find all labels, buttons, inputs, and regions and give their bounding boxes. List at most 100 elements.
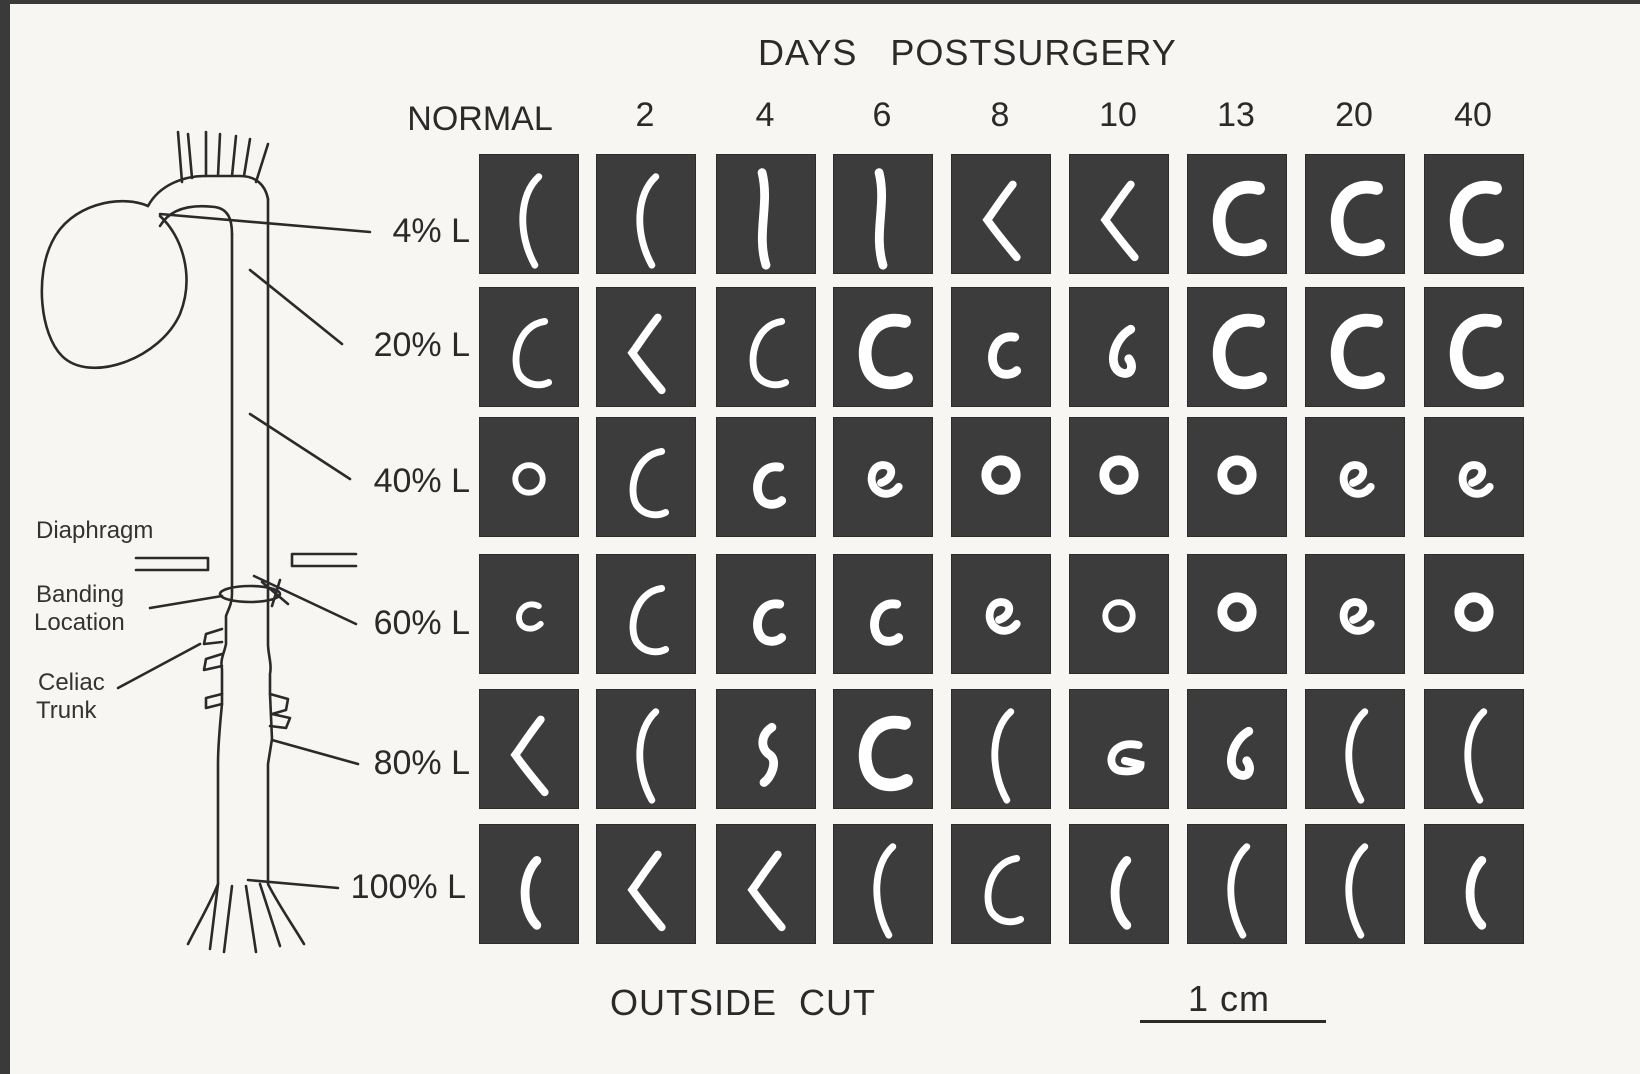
section-tile-r1-c4	[833, 154, 933, 274]
cross-section-shape	[834, 155, 932, 273]
leader-celiac	[118, 644, 200, 688]
section-tile-r4-c5	[951, 554, 1051, 674]
column-label-1: 2	[595, 96, 695, 135]
cross-section-shape	[1306, 155, 1404, 273]
section-tile-r2-c8	[1305, 287, 1405, 407]
column-label-3: 6	[832, 96, 932, 135]
section-tile-r4-c7	[1187, 554, 1287, 674]
cross-section-shape	[1070, 555, 1168, 673]
row-label-2: 40% L	[310, 462, 470, 501]
section-tile-r5-c3	[716, 689, 816, 809]
section-tile-r4-c6	[1069, 554, 1169, 674]
cross-section-shape	[834, 690, 932, 808]
column-label-6: 13	[1186, 96, 1286, 135]
section-tile-r4-c2	[596, 554, 696, 674]
section-tile-r4-c9	[1424, 554, 1524, 674]
section-tile-r6-c6	[1069, 824, 1169, 944]
cross-section-shape	[1188, 288, 1286, 406]
cross-section-shape	[952, 155, 1050, 273]
section-tile-r4-c1	[479, 554, 579, 674]
cross-section-shape	[480, 690, 578, 808]
section-tile-r3-c3	[716, 417, 816, 537]
section-tile-r6-c9	[1424, 824, 1524, 944]
section-tile-r2-c9	[1424, 287, 1524, 407]
cross-section-shape	[597, 418, 695, 536]
row-label-3: 60% L	[310, 604, 470, 643]
section-tile-r3-c2	[596, 417, 696, 537]
cross-section-shape	[1306, 288, 1404, 406]
section-tile-r1-c2	[596, 154, 696, 274]
cross-section-shape	[1425, 825, 1523, 943]
scale-bar	[1140, 1020, 1326, 1023]
cross-section-shape	[717, 418, 815, 536]
section-tile-r1-c3	[716, 154, 816, 274]
cross-section-shape	[1425, 155, 1523, 273]
section-tile-r6-c5	[951, 824, 1051, 944]
banding-label-line2: Location	[34, 608, 125, 638]
cross-section-shape	[1306, 418, 1404, 536]
section-tile-r5-c2	[596, 689, 696, 809]
diaphragm-label: Diaphragm	[36, 516, 153, 546]
cross-section-shape	[1070, 155, 1168, 273]
section-tile-r4-c8	[1305, 554, 1405, 674]
section-tile-r4-c4	[833, 554, 933, 674]
cross-section-shape	[952, 690, 1050, 808]
column-label-4: 8	[950, 96, 1050, 135]
row-label-5: 100% L	[306, 868, 466, 907]
cross-section-shape	[480, 555, 578, 673]
column-label-8: 40	[1423, 96, 1523, 135]
section-tile-r2-c6	[1069, 287, 1169, 407]
cross-section-shape	[1425, 288, 1523, 406]
section-tile-r3-c8	[1305, 417, 1405, 537]
cross-section-shape	[717, 690, 815, 808]
cross-section-shape	[717, 288, 815, 406]
diaphragm-right	[292, 554, 356, 566]
section-tile-r2-c5	[951, 287, 1051, 407]
section-tile-r6-c4	[833, 824, 933, 944]
section-tile-r5-c4	[833, 689, 933, 809]
cross-section-shape	[597, 690, 695, 808]
leader-banding	[150, 596, 222, 608]
section-tile-r1-c9	[1424, 154, 1524, 274]
cross-section-shape	[1425, 690, 1523, 808]
celiac-label-line2: Trunk	[36, 696, 96, 726]
cross-section-shape	[597, 155, 695, 273]
section-tile-r2-c3	[716, 287, 816, 407]
cross-section-shape	[1188, 418, 1286, 536]
cross-section-shape	[834, 418, 932, 536]
cross-section-shape	[480, 155, 578, 273]
section-tile-r1-c5	[951, 154, 1051, 274]
cross-section-shape	[1188, 690, 1286, 808]
cross-section-shape	[1306, 555, 1404, 673]
section-tile-r2-c7	[1187, 287, 1287, 407]
section-tile-r1-c1	[479, 154, 579, 274]
days-postsurgery-title: DAYS POSTSURGERY	[758, 32, 1177, 74]
outside-cut-label: OUTSIDE CUT	[610, 982, 876, 1024]
column-label-7: 20	[1304, 96, 1404, 135]
cross-section-shape	[717, 155, 815, 273]
diaphragm-left	[136, 558, 208, 570]
cross-section-shape	[952, 825, 1050, 943]
section-tile-r4-c3	[716, 554, 816, 674]
section-tile-r5-c5	[951, 689, 1051, 809]
figure: Diaphragm Banding Location Celiac Trunk …	[10, 4, 1640, 1074]
cross-section-shape	[717, 555, 815, 673]
section-tile-r6-c7	[1187, 824, 1287, 944]
cross-section-shape	[597, 288, 695, 406]
section-tile-r6-c1	[479, 824, 579, 944]
cross-section-shape	[952, 418, 1050, 536]
section-tile-r3-c6	[1069, 417, 1169, 537]
celiac-trunk-branch	[204, 629, 222, 708]
cross-section-shape	[1070, 418, 1168, 536]
cross-section-shape	[952, 288, 1050, 406]
banding-label-line1: Banding	[36, 580, 124, 610]
cross-section-shape	[952, 555, 1050, 673]
section-tile-r2-c2	[596, 287, 696, 407]
section-tile-r2-c4	[833, 287, 933, 407]
cross-section-shape	[1306, 825, 1404, 943]
celiac-label-line1: Celiac	[38, 668, 105, 698]
section-tile-r3-c4	[833, 417, 933, 537]
brachiocephalic-branch	[178, 132, 268, 182]
cross-section-shape	[1425, 555, 1523, 673]
section-tile-r5-c6	[1069, 689, 1169, 809]
